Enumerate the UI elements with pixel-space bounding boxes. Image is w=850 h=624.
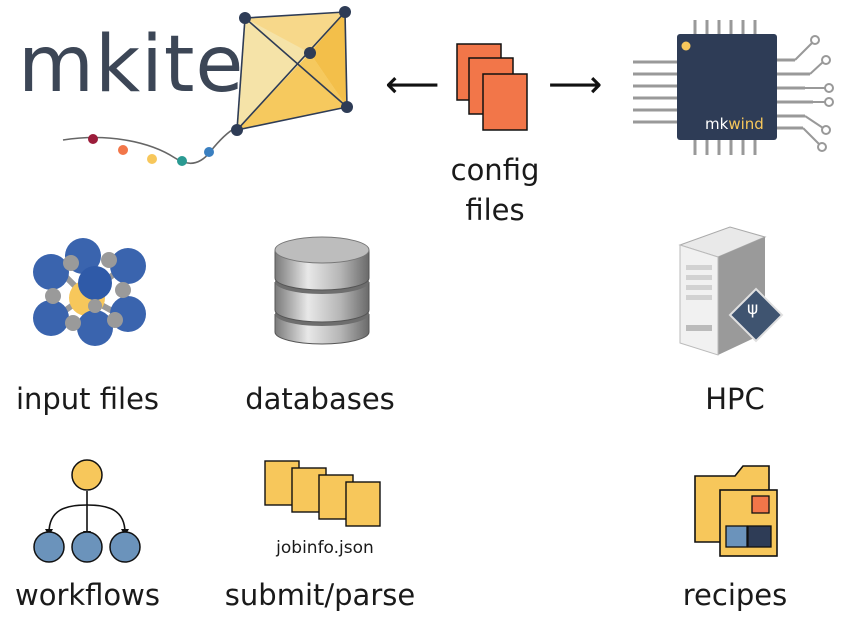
config-line2: files bbox=[465, 193, 525, 227]
logo-text: mkite bbox=[18, 20, 245, 110]
job-files-icon bbox=[264, 460, 381, 527]
chip-icon bbox=[633, 20, 834, 155]
config-files-icon bbox=[456, 43, 528, 131]
workflows-label: workflows bbox=[14, 578, 160, 612]
submit-parse-label: submit/parse bbox=[224, 578, 416, 612]
chip-brand: mkwind bbox=[705, 115, 764, 133]
hpc-label: HPC bbox=[705, 382, 765, 416]
arrow-right-icon: ⟶ bbox=[548, 62, 603, 106]
arrow-left-icon: ⟵ bbox=[385, 62, 440, 106]
chip-brand-prefix: mk bbox=[705, 115, 729, 133]
workflow-icon bbox=[33, 459, 141, 563]
config-line1: config bbox=[450, 153, 540, 187]
databases-label: databases bbox=[245, 382, 395, 416]
recipes-folder-icon bbox=[694, 465, 778, 557]
jobinfo-label: jobinfo.json bbox=[276, 538, 374, 558]
recipes-label: recipes bbox=[682, 578, 788, 612]
hpc-badge-icon: ψ bbox=[747, 299, 759, 319]
chip-brand-suffix: wind bbox=[728, 115, 764, 133]
kite-icon bbox=[62, 6, 353, 166]
server-icon bbox=[678, 226, 784, 356]
config-files-label: config files bbox=[430, 150, 560, 230]
input-files-label: input files bbox=[15, 382, 160, 416]
molecule-icon bbox=[33, 238, 146, 346]
database-icon bbox=[274, 236, 370, 345]
